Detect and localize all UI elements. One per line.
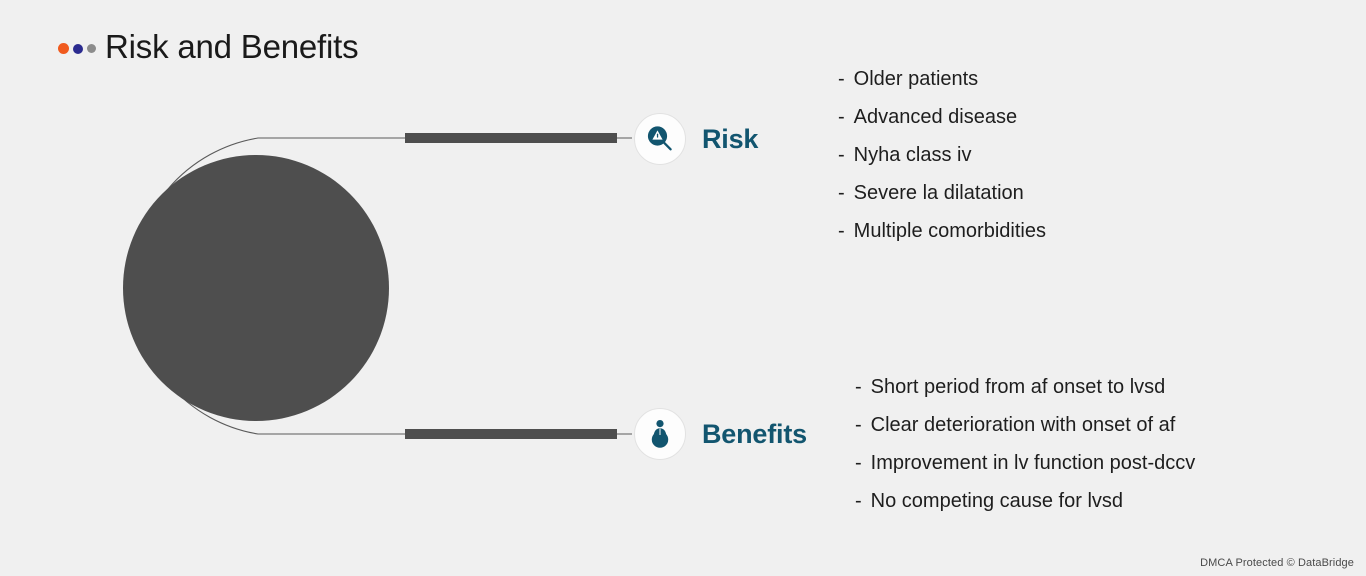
list-item-text: Short period from af onset to lvsd	[870, 376, 1166, 398]
list-item-text: Nyha class iv	[853, 144, 972, 166]
list-item: - Multiple comorbidities	[838, 221, 1046, 241]
bullet-dash: -	[838, 106, 845, 128]
bullet-dash: -	[838, 220, 845, 242]
list-item: - Advanced disease	[838, 107, 1046, 127]
bullet-dash: -	[838, 68, 845, 90]
node-label-benefits: Benefits	[702, 418, 807, 449]
dot-gray-icon	[87, 44, 96, 53]
person-award-icon	[651, 420, 669, 448]
list-item-text: Older patients	[853, 68, 979, 90]
list-item: - Short period from af onset to lvsd	[855, 377, 1195, 397]
benefits-bullet-list: - Short period from af onset to lvsd - C…	[855, 377, 1195, 529]
list-item: - Nyha class iv	[838, 145, 1046, 165]
node-label-risk: Risk	[702, 123, 759, 154]
bullet-dash: -	[855, 490, 862, 512]
list-item: - Improvement in lv function post-dccv	[855, 453, 1195, 473]
connector-bar-risk	[405, 133, 617, 143]
connector-bar-benefits	[405, 429, 617, 439]
list-item: - Severe la dilatation	[838, 183, 1046, 203]
list-item: - Older patients	[838, 69, 1046, 89]
risk-bullet-list: - Older patients - Advanced disease - Ny…	[838, 69, 1046, 259]
node-benefits[interactable]: Benefits	[634, 408, 807, 460]
page-title: Risk and Benefits	[105, 28, 359, 65]
list-item-text: Improvement in lv function post-dccv	[870, 452, 1196, 474]
list-item: - No competing cause for lvsd	[855, 491, 1195, 511]
bullet-dash: -	[855, 414, 862, 436]
list-item-text: No competing cause for lvsd	[870, 490, 1124, 512]
magnifier-warning-icon	[647, 126, 672, 151]
bullet-dash: -	[855, 452, 862, 474]
badge-benefits	[634, 408, 686, 460]
list-item-text: Advanced disease	[853, 106, 1018, 128]
dot-orange-icon	[58, 43, 69, 54]
bullet-dash: -	[838, 144, 845, 166]
badge-risk	[634, 113, 686, 165]
dot-indigo-icon	[73, 43, 83, 54]
title-dots	[58, 43, 96, 54]
list-item-text: Clear deterioration with onset of af	[870, 414, 1176, 436]
bullet-dash: -	[838, 182, 845, 204]
page-title-row: Risk and Benefits	[58, 28, 359, 65]
list-item: - Clear deterioration with onset of af	[855, 415, 1195, 435]
list-item-text: Multiple comorbidities	[853, 220, 1046, 242]
bullet-dash: -	[855, 376, 862, 398]
main-circle	[123, 155, 389, 421]
list-item-text: Severe la dilatation	[853, 182, 1024, 204]
watermark-text: DMCA Protected © DataBridge	[1200, 557, 1354, 569]
node-risk[interactable]: Risk	[634, 113, 758, 165]
